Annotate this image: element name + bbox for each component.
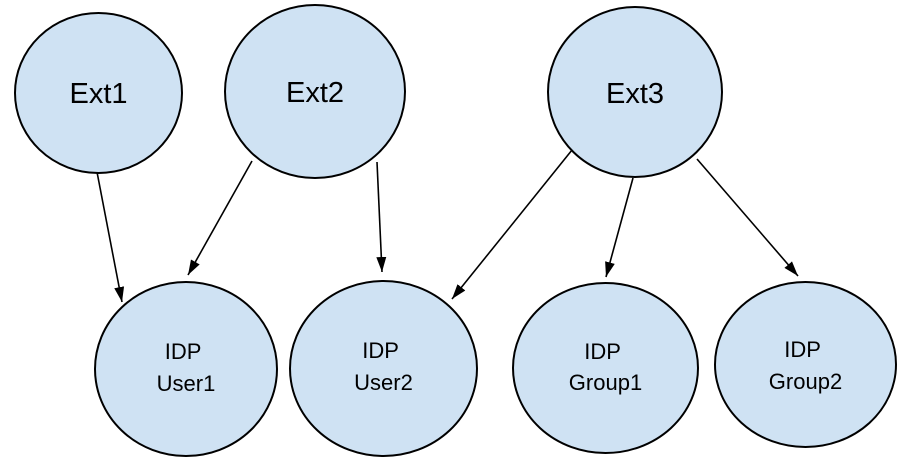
node-idp-user2-label-line1: IDP — [362, 338, 398, 363]
node-idp-user1: IDP User1 — [94, 281, 278, 457]
edge-layer — [96, 149, 799, 303]
node-ext1-circle — [14, 12, 183, 174]
node-idp-group2: IDP Group2 — [714, 281, 897, 448]
node-idp-user1-label-line2: User1 — [157, 371, 216, 396]
node-idp-group1-label-line1: IDP — [584, 339, 620, 364]
node-idp-user2: IDP User2 — [289, 280, 478, 457]
node-ext3: Ext3 — [547, 6, 723, 178]
edge-ext2-to-idp-user2 — [376, 161, 387, 273]
node-idp-group1-circle — [512, 282, 699, 454]
edge-ext1-to-idp-user1 — [96, 171, 125, 303]
node-idp-user2-label-line2: User2 — [354, 370, 413, 395]
node-idp-group1-label-line2: Group1 — [569, 370, 642, 395]
edge-ext3-to-idp-user2 — [451, 149, 573, 300]
node-ext1-label: Ext1 — [69, 78, 127, 110]
node-idp-group2-label: IDP Group2 — [769, 337, 842, 394]
node-ext3-circle — [547, 6, 723, 178]
node-ext3-label: Ext3 — [606, 78, 664, 110]
node-ext2-label: Ext2 — [286, 77, 344, 109]
node-idp-group2-label-line1: IDP — [784, 337, 820, 362]
node-idp-group2-label-line2: Group2 — [769, 369, 842, 394]
edge-ext2-to-idp-user1 — [187, 160, 253, 276]
node-idp-group1-label: IDP Group1 — [569, 339, 642, 395]
node-idp-group1: IDP Group1 — [512, 282, 699, 454]
node-idp-group2-circle — [714, 281, 897, 448]
node-ext1: Ext1 — [14, 12, 183, 174]
node-ext2: Ext2 — [224, 4, 406, 179]
node-idp-user1-label-line1: IDP — [165, 339, 201, 364]
node-idp-user2-label: IDP User2 — [354, 338, 413, 395]
node-ext2-circle — [224, 4, 406, 179]
node-idp-user2-circle — [289, 280, 478, 457]
node-idp-user1-label: IDP User1 — [157, 339, 216, 396]
edge-ext3-to-idp-group2 — [696, 158, 799, 277]
edge-ext3-to-idp-group1 — [605, 177, 634, 278]
node-idp-user1-circle — [94, 281, 278, 457]
